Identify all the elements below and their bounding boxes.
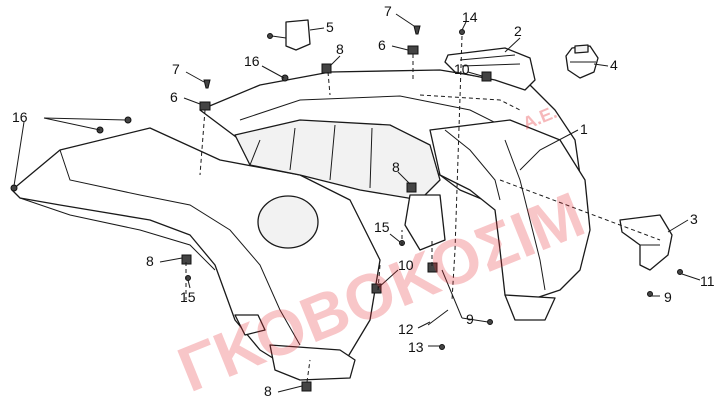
rear-handle [444,47,536,91]
callout-15a: 15 [374,219,390,235]
callout-4: 4 [610,57,618,73]
callout-13: 13 [408,339,424,355]
leader-lines [13,13,701,393]
callout-16a: 16 [12,109,28,125]
callout-11: 11 [700,273,715,289]
callout-8b: 8 [392,159,400,175]
callout-7a: 7 [384,3,392,19]
callout-6b: 6 [170,89,178,105]
rear-fender-body [11,69,591,381]
callout-16b: 16 [244,53,260,69]
callout-7b: 7 [172,61,180,77]
callout-2: 2 [514,23,522,39]
cap [565,44,599,79]
callout-15b: 15 [180,289,196,305]
callout-6a: 6 [378,37,386,53]
fasteners [10,25,683,392]
callout-10a: 10 [398,257,414,273]
callout-5: 5 [326,19,334,35]
callout-labels: 1 2 3 4 5 6 6 7 7 8 8 8 8 9 9 10 10 11 1… [12,3,715,399]
callout-8c: 8 [146,253,154,269]
callout-9a: 9 [466,311,474,327]
callout-8d: 8 [264,383,272,399]
switch-unit [267,19,311,51]
callout-12: 12 [398,321,414,337]
assembly-lines [185,35,661,383]
side-plate [619,214,673,271]
left-light-recess [257,195,319,249]
callout-8a: 8 [336,41,344,57]
callout-14: 14 [462,9,478,25]
callout-9b: 9 [664,289,672,305]
callout-3: 3 [690,211,698,227]
nut-6b [199,101,211,111]
callout-10b: 10 [454,61,470,77]
nut-6a [407,45,419,55]
callout-1: 1 [580,121,588,137]
